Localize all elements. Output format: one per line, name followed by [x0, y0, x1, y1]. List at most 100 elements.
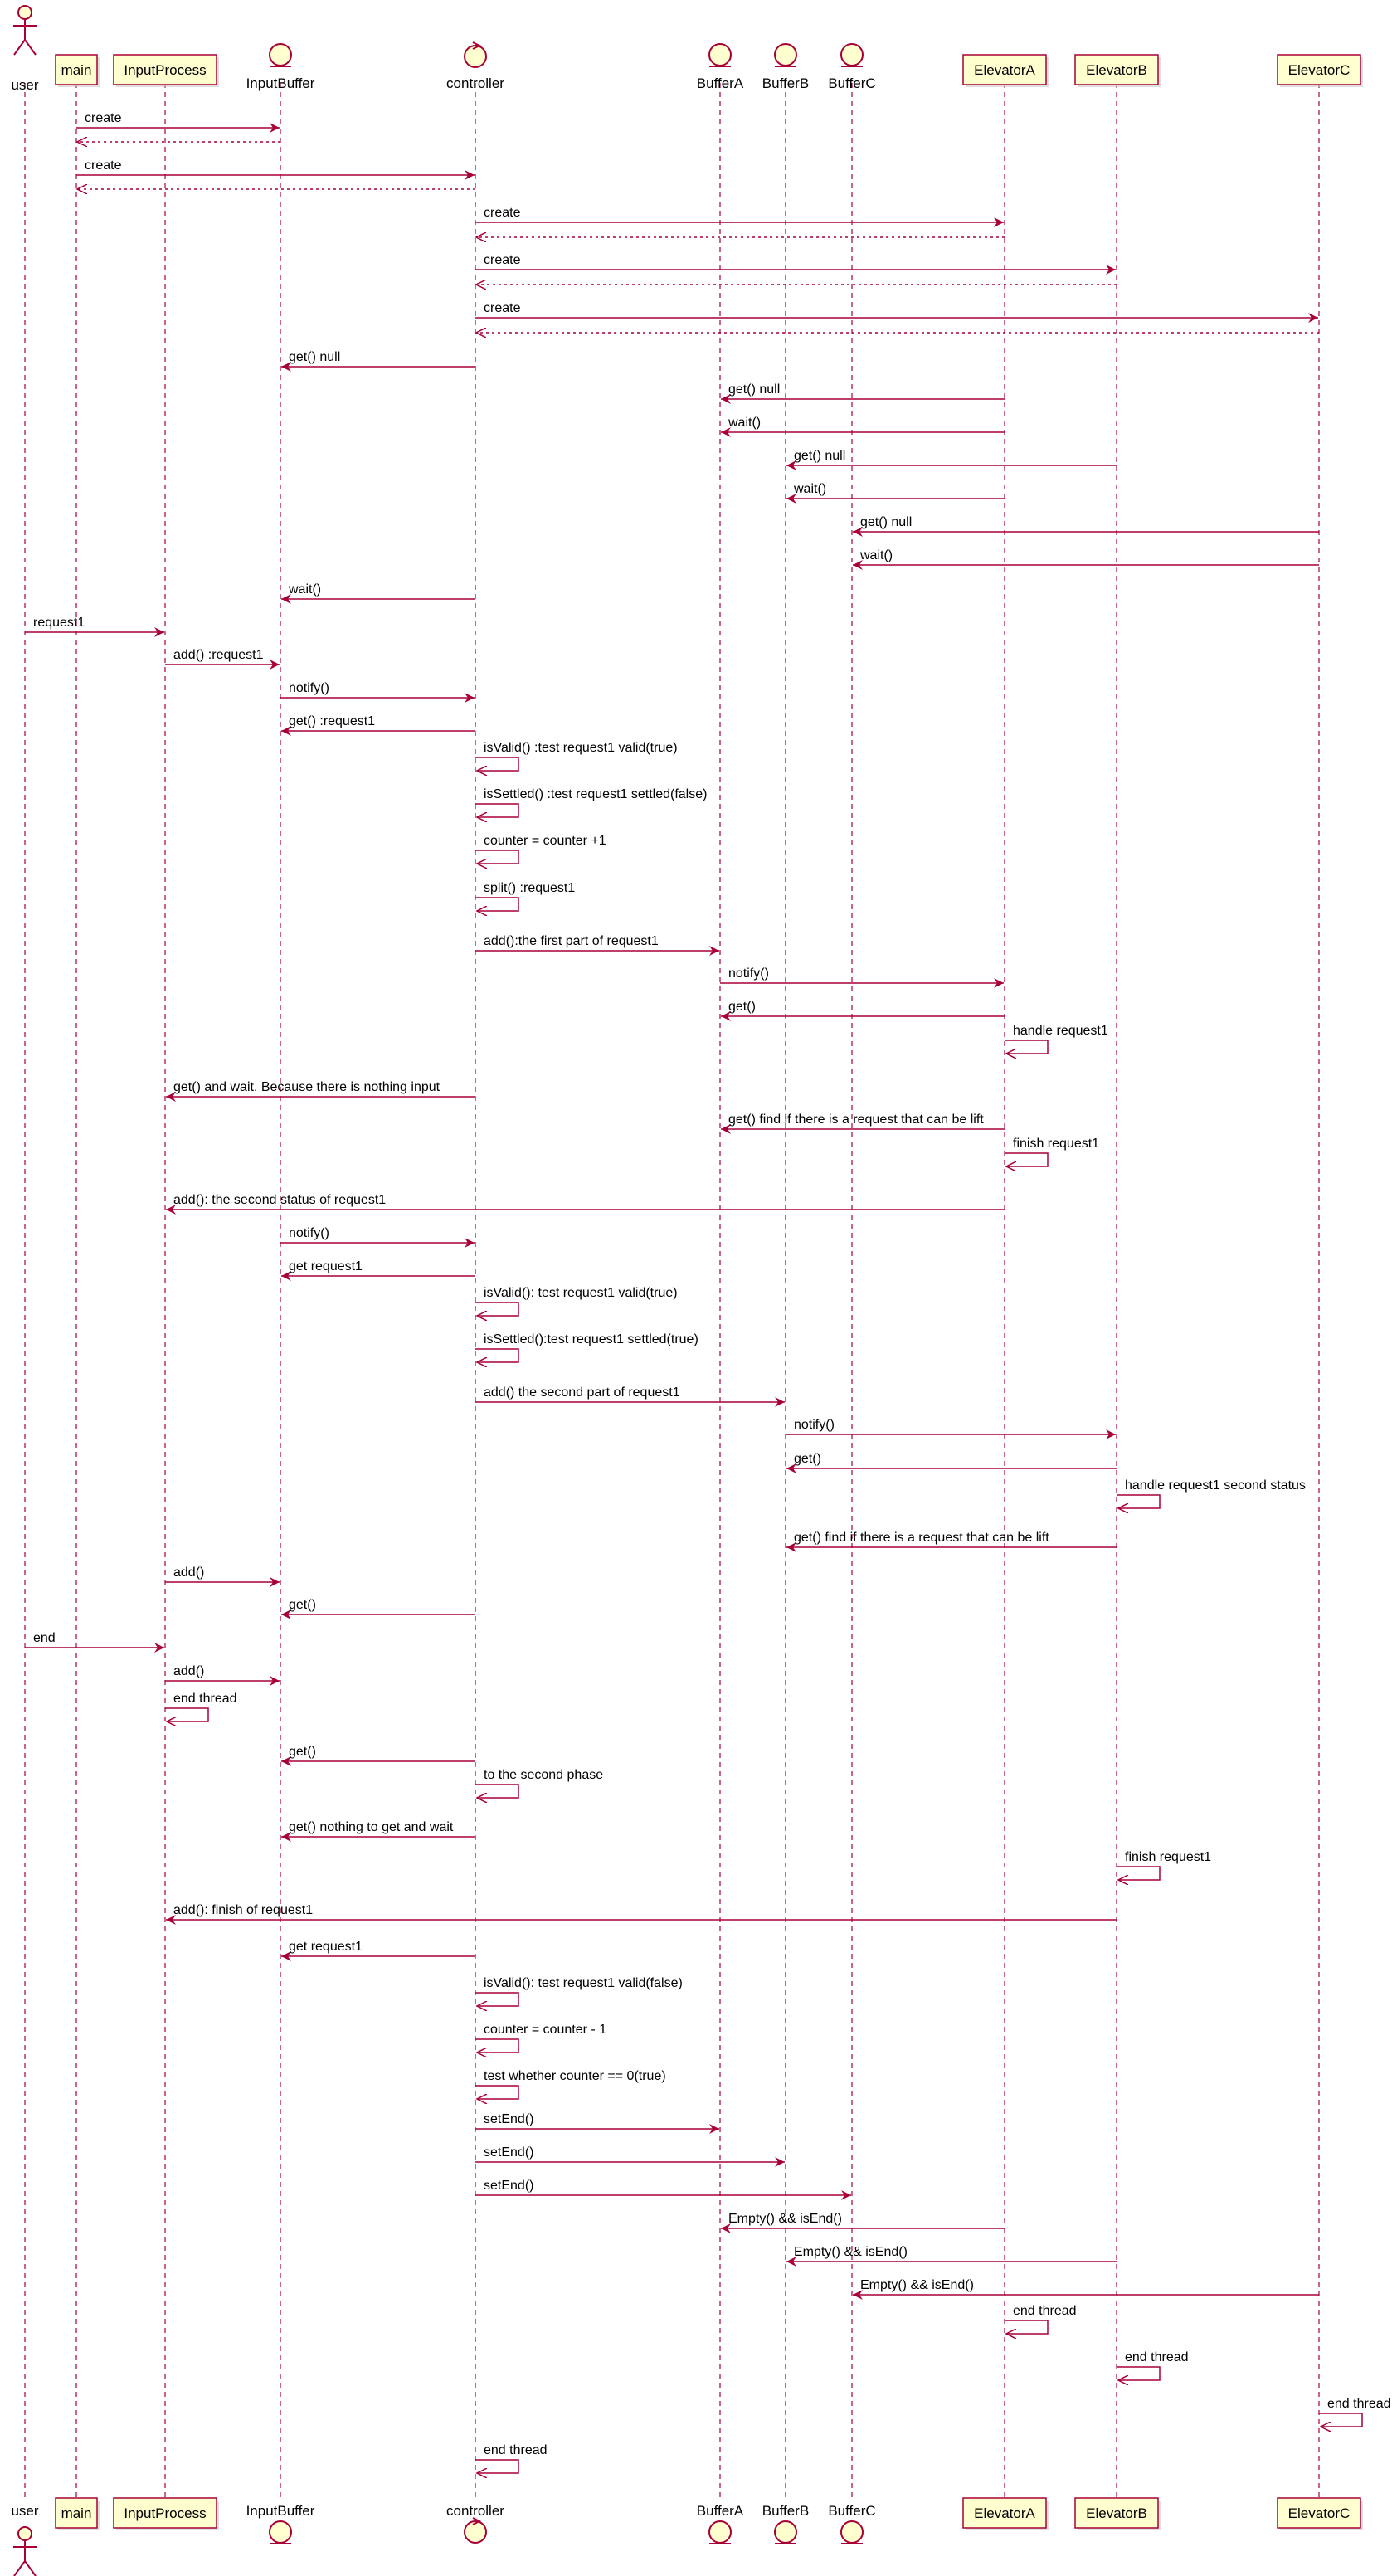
message-label: create — [85, 111, 122, 125]
message-61: Empty() && isEnd() — [721, 2212, 1005, 2233]
message-11: get() null — [281, 350, 475, 372]
participant-label: ElevatorC — [1288, 62, 1351, 78]
message-65: end thread — [1117, 2350, 1189, 2380]
message-label: notify() — [289, 1226, 329, 1240]
message-67: end thread — [475, 2443, 548, 2473]
participant-label: ElevatorC — [1288, 2505, 1351, 2521]
message-label: wait() — [728, 416, 761, 430]
participant-elevatorc-top: ElevatorC — [1277, 54, 1363, 87]
message-62: Empty() && isEnd() — [786, 2245, 1117, 2267]
participant-label: controller — [446, 2503, 504, 2519]
message-label: end thread — [484, 2443, 548, 2457]
message-label: end thread — [173, 1692, 237, 1706]
message-label: add(): finish of request1 — [173, 1903, 313, 1917]
entity-icon — [269, 2520, 292, 2544]
participant-elevatorb-top: ElevatorB — [1074, 54, 1161, 87]
message-28: notify() — [720, 967, 1004, 988]
message-39: add() the second part of request1 — [475, 1385, 785, 1407]
message-52: finish request1 — [1117, 1850, 1211, 1880]
participant-box — [55, 2497, 98, 2529]
participant-label: InputProcess — [124, 62, 206, 78]
message-45: get() — [281, 1598, 475, 1619]
message-label: get request1 — [289, 1259, 363, 1273]
message-label: wait() — [288, 582, 321, 597]
message-label: get() find if there is a request that ca… — [728, 1113, 984, 1127]
participant-elevatora-bottom: ElevatorA — [962, 2497, 1049, 2530]
message-label: get() find if there is a request that ca… — [794, 1531, 1049, 1545]
message-49: get() — [281, 1745, 475, 1766]
message-label: get() nothing to get and wait — [289, 1820, 454, 1834]
message-label: setEnd() — [484, 2179, 533, 2193]
actor-icon — [13, 2526, 37, 2576]
message-43: get() find if there is a request that ca… — [786, 1531, 1117, 1552]
participant-elevatorc-bottom: ElevatorC — [1277, 2497, 1363, 2530]
participant-inputprocess-top: InputProcess — [113, 54, 219, 87]
message-50: to the second phase — [475, 1768, 603, 1798]
message-9: create — [475, 301, 1318, 323]
self-message-arrow — [475, 897, 519, 911]
message-label: get() — [794, 1452, 821, 1466]
message-label: handle request1 second status — [1125, 1478, 1306, 1493]
message-32: get() find if there is a request that ca… — [721, 1113, 1005, 1134]
message-63: Empty() && isEnd() — [853, 2278, 1319, 2300]
message-label: wait() — [859, 548, 893, 562]
participant-label: BufferB — [762, 75, 809, 91]
message-label: counter = counter +1 — [484, 834, 606, 848]
message-14: get() null — [786, 449, 1117, 470]
self-message-arrow — [475, 1348, 519, 1362]
message-label: isSettled() :test request1 settled(false… — [484, 787, 707, 801]
message-label: finish request1 — [1013, 1137, 1099, 1151]
message-19: request1 — [25, 616, 164, 637]
message-label: add() the second part of request1 — [484, 1385, 680, 1400]
participant-box — [962, 2497, 1047, 2529]
message-label: test whether counter == 0(true) — [484, 2069, 666, 2083]
self-message-arrow — [475, 1992, 519, 2006]
self-message-arrow — [1005, 1040, 1049, 1054]
message-label: end — [33, 1631, 56, 1645]
self-message-arrow — [475, 850, 519, 864]
participant-label: BufferC — [828, 2503, 875, 2519]
message-label: get() null — [289, 350, 340, 364]
participant-main-bottom: main — [55, 2497, 100, 2530]
message-label: add() — [173, 1566, 204, 1580]
participant-box — [1277, 54, 1361, 85]
self-message-arrow — [1117, 1494, 1161, 1508]
message-46: end — [25, 1631, 164, 1653]
participant-user-bottom: user — [11, 2503, 39, 2576]
message-label: isValid(): test request1 valid(true) — [484, 1286, 678, 1300]
actor-icon — [13, 5, 37, 56]
participant-box — [1074, 2497, 1159, 2529]
participant-label: InputBuffer — [246, 75, 315, 91]
message-27: add():the first part of request1 — [475, 934, 719, 956]
self-message-arrow — [475, 2459, 519, 2473]
participant-box — [113, 54, 217, 85]
participant-buffera-bottom: BufferA — [697, 2503, 744, 2544]
message-label: add():the first part of request1 — [484, 934, 659, 948]
entity-icon — [708, 43, 732, 67]
participant-box — [113, 2497, 217, 2529]
participant-label: ElevatorB — [1086, 2505, 1147, 2521]
participant-label: main — [61, 2505, 92, 2521]
self-message-arrow — [475, 757, 519, 771]
message-64: end thread — [1005, 2304, 1077, 2334]
message-41: get() — [786, 1452, 1117, 1473]
message-label: split() :request1 — [484, 881, 575, 895]
message-47: add() — [165, 1664, 280, 1686]
message-44: add() — [165, 1566, 280, 1587]
message-label: notify() — [794, 1418, 835, 1432]
message-31: get() and wait. Because there is nothing… — [166, 1080, 475, 1102]
message-21: notify() — [280, 681, 475, 703]
participant-box — [1277, 2497, 1361, 2529]
message-label: get() — [728, 1000, 756, 1014]
participant-label: user — [11, 77, 38, 93]
message-12: get() null — [721, 382, 1005, 404]
message-7: create — [475, 253, 1116, 275]
message-label: add() — [173, 1664, 204, 1678]
message-label: wait() — [793, 482, 826, 496]
message-label: isValid(): test request1 valid(false) — [484, 1976, 683, 1990]
entity-icon — [269, 43, 292, 67]
self-message-arrow — [165, 1707, 209, 1721]
message-label: Empty() && isEnd() — [860, 2278, 974, 2292]
participant-elevatorb-bottom: ElevatorB — [1074, 2497, 1161, 2530]
message-label: get() :request1 — [289, 714, 375, 728]
